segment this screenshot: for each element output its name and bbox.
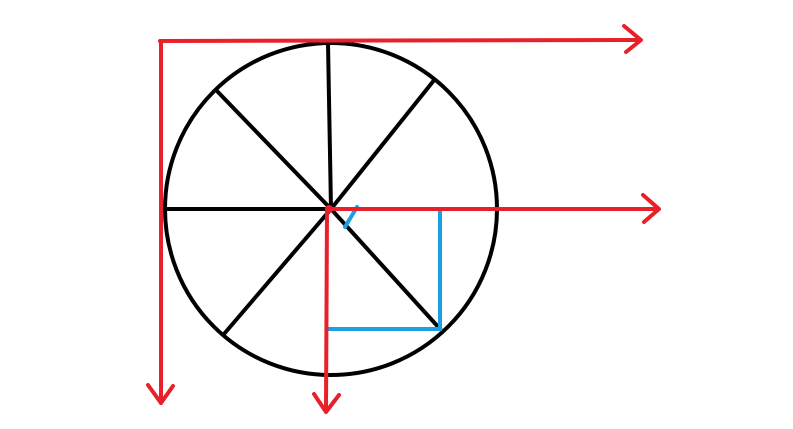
wheel-spoke xyxy=(214,88,333,211)
hub-y-axis xyxy=(324,207,329,413)
coordinate-axes xyxy=(146,24,661,414)
wheel-spoke xyxy=(329,207,443,332)
hub-y-axis-arrowhead xyxy=(312,392,341,414)
outer-x-axis-arrowhead xyxy=(622,24,643,54)
outer-x-axis xyxy=(158,38,642,43)
projection-rectangle xyxy=(327,209,442,331)
wheel-spoke xyxy=(326,42,333,210)
hub-x-axis-arrowhead xyxy=(641,193,661,224)
wheel-spoke xyxy=(222,207,333,336)
outer-y-axis-arrowhead xyxy=(146,383,175,405)
wheel-spoke xyxy=(329,77,437,211)
